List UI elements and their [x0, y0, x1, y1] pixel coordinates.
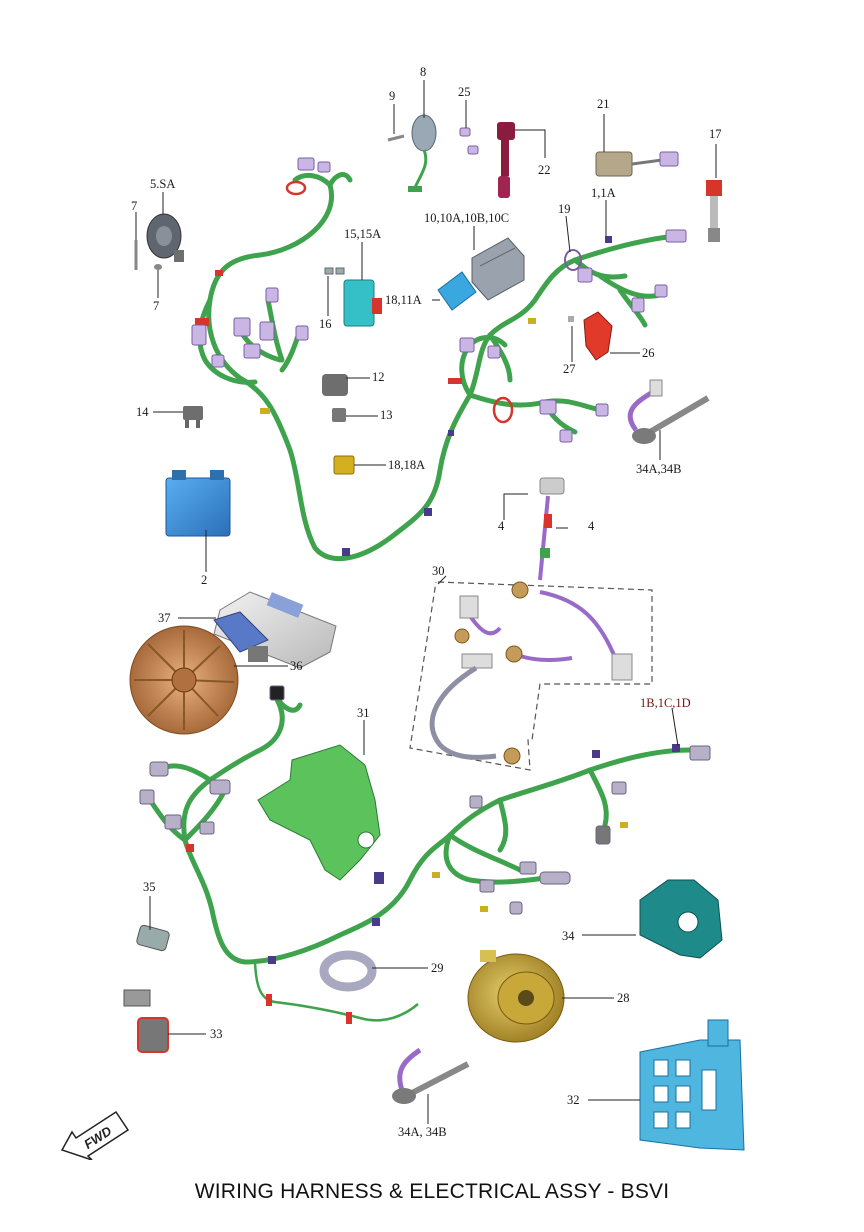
part-14	[183, 406, 203, 428]
part-10-ecu	[471, 237, 525, 301]
part-29-grommet	[319, 950, 377, 992]
part-9	[387, 134, 405, 142]
callout-1b: 1B,1C,1D	[640, 696, 691, 710]
upper-harness-clips	[195, 180, 612, 556]
part-35	[136, 924, 170, 952]
callout-32: 32	[567, 1093, 580, 1107]
callout-4a: 4	[498, 519, 505, 533]
part-18a	[333, 455, 355, 475]
callout-14: 14	[136, 405, 149, 419]
part-34a-lower	[392, 1047, 470, 1104]
part-21	[595, 151, 679, 177]
callout-12: 12	[372, 370, 385, 384]
part-7	[134, 240, 162, 270]
part-22	[497, 122, 515, 198]
callout-29: 29	[431, 961, 444, 975]
part-28-stator	[467, 950, 565, 1043]
part-25	[459, 127, 479, 155]
part-16	[324, 267, 345, 275]
part-27	[568, 316, 574, 322]
callout-10: 10,10A,10B,10C	[424, 211, 510, 225]
callout-30: 30	[432, 564, 445, 578]
callout-2: 2	[201, 573, 208, 587]
callout-18a: 18,18A	[388, 458, 426, 472]
page-title: WIRING HARNESS & ELECTRICAL ASSY - BSVI	[194, 1180, 670, 1203]
lower-connectors	[139, 685, 711, 915]
callout-18-11a: 18,11A	[385, 293, 422, 307]
callout-9: 9	[389, 89, 396, 103]
part-18-module	[437, 271, 477, 311]
callout-1: 1,1A	[591, 186, 616, 200]
callout-7a: 7	[131, 199, 138, 213]
upper-harness	[197, 172, 678, 562]
lower-clips	[186, 744, 680, 1024]
callout-34: 34	[562, 929, 575, 943]
part-36-fan	[129, 625, 239, 735]
part-19	[564, 249, 582, 271]
callout-33: 33	[210, 1027, 223, 1041]
callout-35: 35	[143, 880, 156, 894]
callout-26: 26	[642, 346, 655, 360]
callout-34a-lower: 34A, 34B	[398, 1125, 447, 1139]
upper-connectors	[191, 157, 687, 443]
callout-4b: 4	[588, 519, 595, 533]
part-12	[322, 374, 348, 396]
part-31-bracket	[257, 744, 384, 884]
callout-15: 15,15A	[344, 227, 382, 241]
callout-27: 27	[563, 362, 576, 376]
callout-37: 37	[158, 611, 171, 625]
callout-8: 8	[420, 65, 427, 79]
callout-22: 22	[538, 163, 551, 177]
callout-21: 21	[597, 97, 610, 111]
part-8	[408, 114, 437, 192]
part-30-group	[409, 581, 653, 771]
part-37-ecu	[213, 591, 337, 669]
callout-28: 28	[617, 991, 630, 1005]
lower-harness-branch	[253, 961, 419, 1022]
part-34-bracket	[639, 879, 723, 959]
callout-13: 13	[380, 408, 393, 422]
leader-lines	[135, 80, 717, 1124]
part-5sa-horn	[146, 213, 184, 262]
part-26	[583, 311, 613, 361]
part-34a-upper	[627, 379, 710, 444]
part-33	[123, 989, 169, 1053]
callout-17: 17	[709, 127, 722, 141]
part-15-relay	[343, 279, 382, 327]
part-13	[332, 408, 346, 422]
lower-harness	[147, 693, 693, 965]
callout-25: 25	[458, 85, 471, 99]
part-17	[706, 180, 722, 242]
callout-7b: 7	[153, 299, 160, 313]
callout-34a-upper: 34A,34B	[636, 462, 682, 476]
callout-36: 36	[290, 659, 303, 673]
part-2-battery	[165, 470, 231, 537]
part-32-frame	[639, 1019, 745, 1151]
callout-19: 19	[558, 202, 571, 216]
callout-31: 31	[357, 706, 370, 720]
callout-16: 16	[319, 317, 332, 331]
part-4-wire	[538, 477, 565, 581]
callout-5sa: 5.SA	[150, 177, 176, 191]
fwd-arrow-icon: FWD	[60, 1110, 130, 1160]
